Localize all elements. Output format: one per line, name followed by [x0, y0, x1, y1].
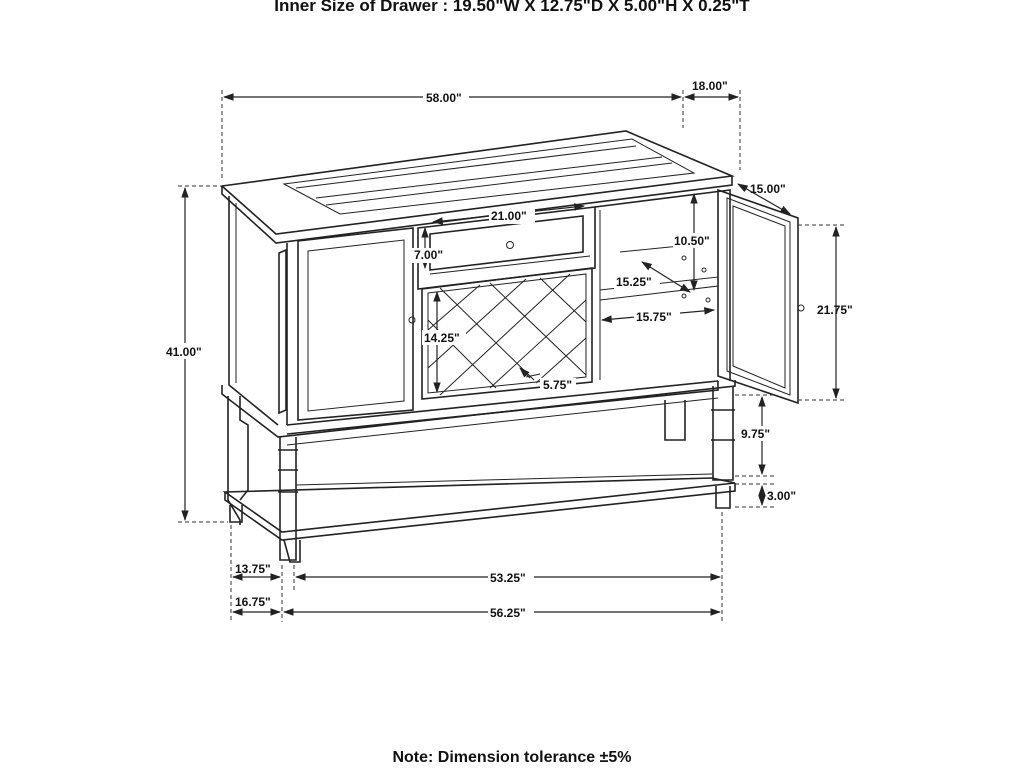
dimension-tolerance-note: Note: Dimension tolerance ±5%: [392, 749, 632, 766]
dim-wine-rack-height: 14.25": [424, 331, 460, 345]
dim-overall-width: 58.00": [426, 91, 462, 105]
dim-leg-span-inner: 53.25": [490, 571, 526, 585]
dim-overall-depth: 18.00": [692, 79, 728, 93]
dim-leg-clearance: 9.75": [741, 427, 770, 441]
dim-leg-depth-inner: 13.75": [235, 562, 271, 576]
dim-overall-height: 41.00": [166, 345, 202, 359]
dim-side-depth: 15.00": [750, 182, 786, 196]
dim-drawer-width: 21.00": [491, 209, 527, 223]
dimension-lines: [178, 90, 845, 622]
dimension-labels: 58.00" 18.00" 15.00" 41.00" 21.00" 7.00"…: [165, 79, 853, 620]
dim-shelf-depth: 15.25": [616, 275, 652, 289]
dim-wine-rack-depth: 5.75": [543, 378, 572, 392]
sideboard-drawing: [220, 130, 805, 563]
dim-drawer-height: 7.00": [414, 248, 443, 262]
dim-leg-depth-outer: 16.75": [235, 595, 271, 609]
dim-leg-span-outer: 56.25": [490, 606, 526, 620]
dim-shelf-height: 10.50": [674, 234, 710, 248]
dim-door-height: 21.75": [817, 303, 853, 317]
drawer-inner-size-heading: Inner Size of Drawer : 19.50"W X 12.75"D…: [274, 0, 750, 15]
dim-shelf-width: 15.75": [636, 310, 672, 324]
dim-bottom-shelf-height: 3.00": [767, 489, 796, 503]
